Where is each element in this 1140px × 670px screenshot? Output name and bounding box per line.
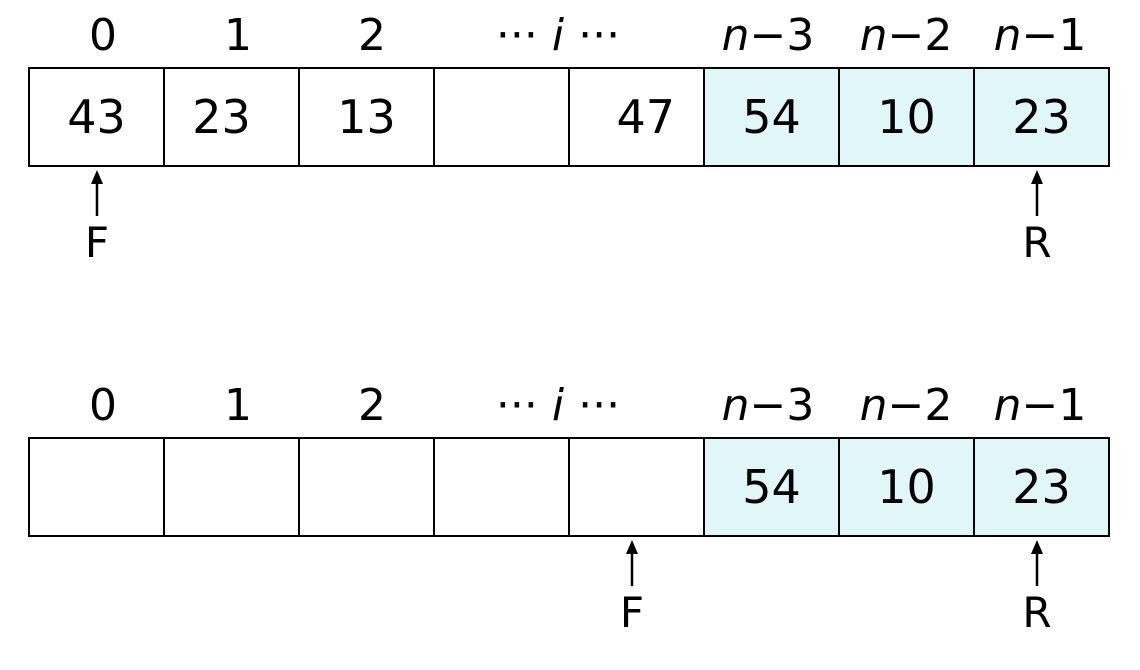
array-cell-0: 43 — [30, 69, 165, 165]
array-cell-4 — [570, 439, 705, 535]
array-cell-1 — [165, 439, 300, 535]
array-row: 54 10 23 — [28, 437, 1110, 537]
queue-diagram-before: 0 1 2 ··· i ··· n−3 n−2 n−1 43 23 13 47 … — [0, 0, 1140, 300]
array-row: 43 23 13 47 54 10 23 — [28, 67, 1110, 167]
array-cell-5: 54 — [705, 69, 840, 165]
index-label-n-3: n−3 — [721, 10, 815, 61]
index-label-0: 0 — [89, 380, 117, 431]
index-label-n-2: n−2 — [859, 380, 953, 431]
array-cell-7: 23 — [975, 439, 1110, 535]
array-cell-4: 47 — [570, 69, 705, 165]
array-cell-0 — [30, 439, 165, 535]
array-cell-1: 23 — [165, 69, 300, 165]
arrow-up-icon — [91, 170, 103, 216]
index-label-n-3: n−3 — [721, 380, 815, 431]
array-cell-2 — [300, 439, 435, 535]
front-pointer: F — [612, 540, 652, 650]
index-label-ellipsis-i: ··· i ··· — [495, 380, 621, 431]
rear-pointer: R — [1017, 540, 1057, 650]
index-row: 0 1 2 ··· i ··· n−3 n−2 n−1 — [28, 378, 1105, 434]
arrow-up-icon — [1031, 170, 1043, 216]
array-cell-3 — [435, 439, 570, 535]
front-pointer: F — [77, 170, 117, 280]
rear-pointer-label: R — [1022, 588, 1052, 637]
array-cell-3 — [435, 69, 570, 165]
queue-diagram-after: 0 1 2 ··· i ··· n−3 n−2 n−1 54 10 23 F R — [0, 370, 1140, 670]
index-label-2: 2 — [358, 10, 386, 61]
index-label-1: 1 — [224, 380, 252, 431]
front-pointer-label: F — [84, 218, 110, 267]
rear-pointer: R — [1017, 170, 1057, 280]
index-row: 0 1 2 ··· i ··· n−3 n−2 n−1 — [28, 8, 1105, 64]
index-label-1: 1 — [224, 10, 252, 61]
rear-pointer-label: R — [1022, 218, 1052, 267]
array-cell-6: 10 — [840, 439, 975, 535]
array-cell-6: 10 — [840, 69, 975, 165]
index-label-n-1: n−1 — [993, 380, 1087, 431]
arrow-up-icon — [626, 540, 638, 586]
index-label-n-1: n−1 — [993, 10, 1087, 61]
index-label-0: 0 — [89, 10, 117, 61]
array-cell-5: 54 — [705, 439, 840, 535]
index-label-n-2: n−2 — [859, 10, 953, 61]
index-label-ellipsis-i: ··· i ··· — [495, 10, 621, 61]
front-pointer-label: F — [619, 588, 645, 637]
arrow-up-icon — [1031, 540, 1043, 586]
array-cell-2: 13 — [300, 69, 435, 165]
index-label-2: 2 — [358, 380, 386, 431]
array-cell-7: 23 — [975, 69, 1110, 165]
